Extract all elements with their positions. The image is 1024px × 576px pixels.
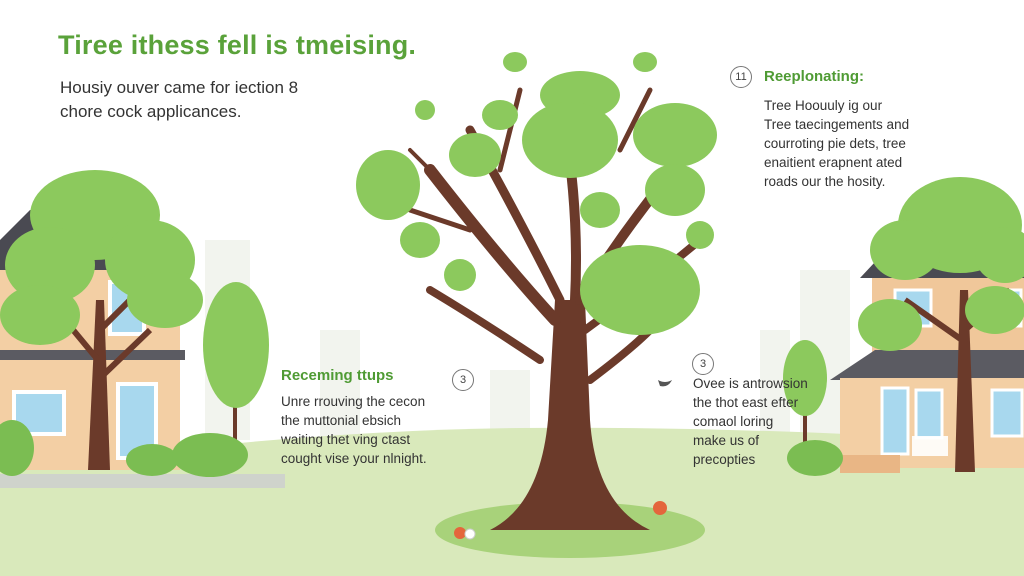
intro-line: chore cock applicances. <box>60 102 242 121</box>
callout-body-right: Ovee is antrowsion the thot east efter c… <box>693 374 853 469</box>
callout-number-badge: 11 <box>730 66 752 88</box>
path-walkway <box>0 474 285 488</box>
callout-line: Tree taecingements and <box>764 117 910 132</box>
apple-icon <box>454 501 667 540</box>
callout-line: cought vise your nlnight. <box>281 451 427 466</box>
tree-right-icon <box>858 177 1024 472</box>
callout-line: precopties <box>693 452 756 467</box>
intro-line: Housiy ouver came for iection 8 <box>60 78 299 97</box>
callout-heading-removing: Receming ttups <box>281 367 394 384</box>
callout-line: comaol loring <box>693 414 774 429</box>
callout-line: courroting pie dets, tree <box>764 136 906 151</box>
callout-line: Unre rrouving the cecon <box>281 394 426 409</box>
callout-number-badge: 3 <box>452 369 474 391</box>
callout-line: the muttonial ebsich <box>281 413 402 428</box>
callout-line: enaitient erapnent ated <box>764 155 903 170</box>
callout-body-removing: Unre rrouving the cecon the muttonial eb… <box>281 392 481 468</box>
intro-text: Housiy ouver came for iection 8 chore co… <box>60 76 360 124</box>
callout-heading-replanting: Reeplonating: <box>764 68 864 85</box>
callout-line: Tree Hoouuly ig our <box>764 98 883 113</box>
callout-body-replanting: Tree Hoouuly ig our Tree taecingements a… <box>764 96 964 191</box>
callout-line: the thot east efter <box>693 395 799 410</box>
small-tree-right-icon <box>783 340 843 476</box>
tree-left-icon <box>0 170 203 470</box>
page-title: Tiree ithess fell is tmeising. <box>58 30 417 60</box>
callout-line: Ovee is antrowsion <box>693 376 808 391</box>
central-tree-icon <box>356 52 717 530</box>
callout-line: waiting thet ving ctast <box>281 432 411 447</box>
callout-line: make us of <box>693 433 760 448</box>
bush-icon <box>0 420 248 477</box>
grass-field <box>0 427 1024 576</box>
bird-icon <box>658 380 672 387</box>
callout-line: roads our the hosity. <box>764 174 886 189</box>
cypress-tree-icon <box>203 282 269 450</box>
callout-number-badge: 3 <box>692 353 714 375</box>
